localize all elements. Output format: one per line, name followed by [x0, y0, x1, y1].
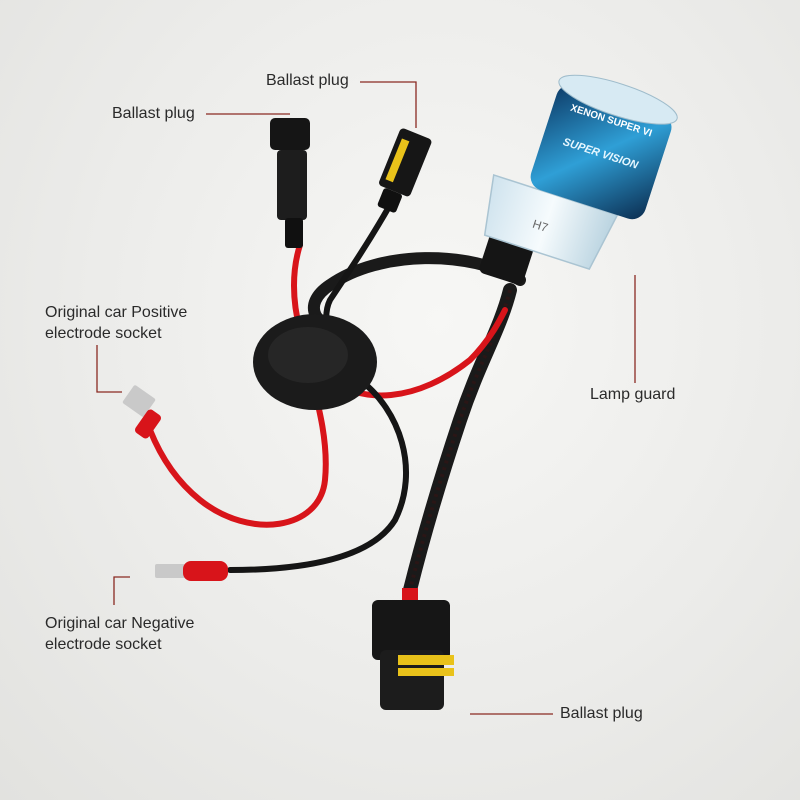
ballast-plug-left-connector	[270, 118, 310, 248]
positive-terminal	[122, 385, 162, 439]
xenon-bulb: XENON SUPER VI SUPER VISION H7	[479, 74, 678, 285]
callout-negative-socket: Original car Negative electrode socket	[45, 615, 195, 653]
sleeved-harness	[403, 283, 517, 597]
callout-lamp-guard: Lamp guard	[590, 386, 676, 403]
callout-ballast-plug-left: Ballast plug	[112, 105, 195, 122]
ballast-plug-top-connector	[377, 128, 432, 213]
leader-ballast-top	[360, 81, 417, 128]
red-wire	[147, 242, 329, 528]
negative-terminal	[155, 561, 228, 581]
leader-positive	[96, 345, 122, 393]
ballast-plug-bottom-connector	[372, 588, 454, 710]
leader-lines	[96, 81, 636, 715]
callout-ballast-plug-top: Ballast plug	[266, 72, 349, 89]
callout-positive-socket: Original car Positive electrode socket	[45, 304, 188, 342]
bulb-model-text: H7	[531, 217, 550, 235]
leader-negative	[113, 576, 130, 605]
callout-ballast-plug-bottom: Ballast plug	[560, 705, 643, 722]
black-wire-top	[227, 202, 409, 573]
